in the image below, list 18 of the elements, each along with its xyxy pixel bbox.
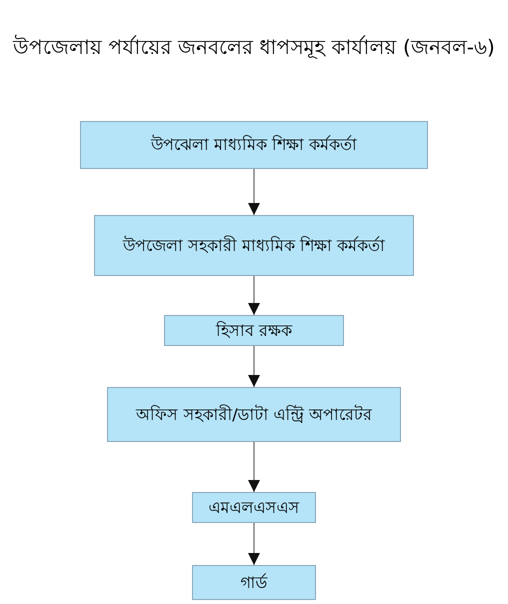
box-label: এমএলএসএস (208, 498, 300, 518)
arrow (248, 442, 260, 492)
box-label: গার্ড (240, 572, 268, 592)
arrow (248, 169, 260, 215)
box-label: অফিস সহকারী/ডাটা এন্ট্রি অপারেটর (134, 404, 373, 424)
arrow (248, 523, 260, 565)
process-box (164, 315, 344, 346)
arrow (248, 346, 260, 387)
process-box (94, 215, 414, 276)
process-box (107, 387, 401, 442)
box-label: উপজেলা সহকারী মাধ্যমিক শিক্ষা কর্মকর্তা (122, 236, 386, 256)
process-box (192, 492, 316, 523)
process-box (192, 565, 316, 600)
diagram-title: উপজেলায় পর্যায়ের জনবলের ধাপসমূহ কার্যালয় (জনবল-৬) (12, 34, 496, 61)
box-label: উপঝেলা মাধ্যমিক শিক্ষা কর্মকর্তা (150, 135, 358, 155)
box-label: হিসাব রক্ষক (214, 320, 294, 340)
arrow (248, 276, 260, 315)
process-box (80, 121, 428, 169)
